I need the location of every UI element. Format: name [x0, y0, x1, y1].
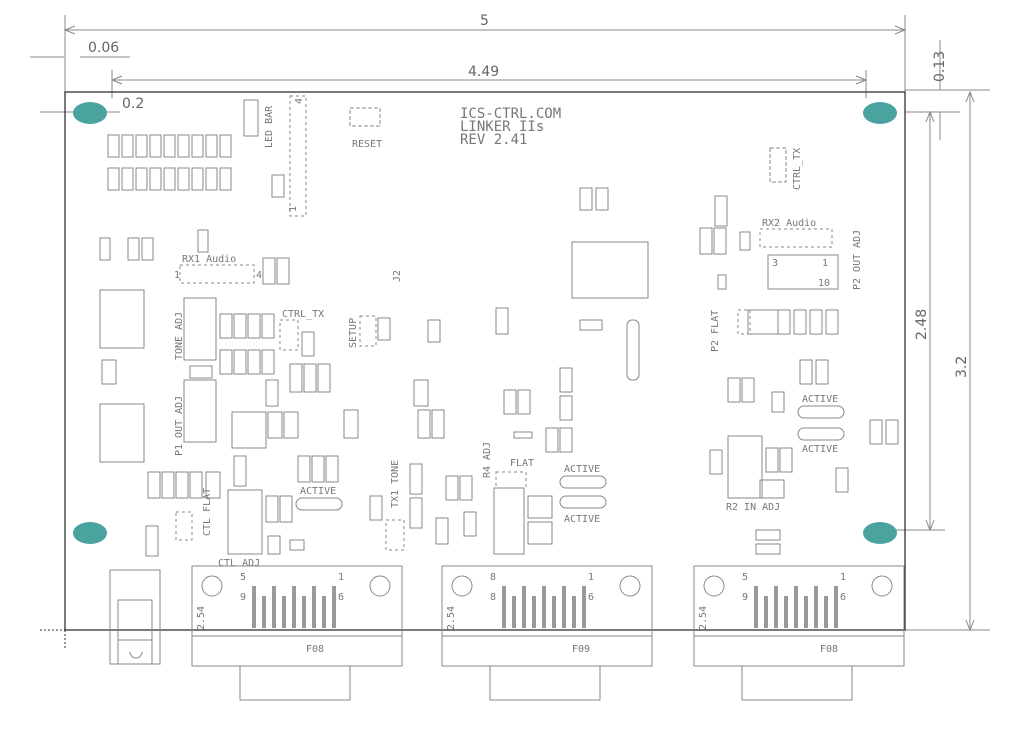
- ctl-adj-pot: [227, 489, 263, 555]
- pin-1-p2: 1: [822, 258, 828, 269]
- conn3-pin5: 5: [742, 572, 748, 583]
- r4-adj-pot: [493, 487, 525, 555]
- led-array: [107, 134, 232, 191]
- mount-pad-top-left: [73, 102, 107, 124]
- connector-3: 5 1 9 6 F08 2.54: [693, 565, 905, 701]
- label-tone-adj: TONE ADJ: [174, 312, 185, 360]
- conn2-pin8: 8: [490, 572, 496, 583]
- pin-4-hdr: 4: [294, 98, 305, 104]
- label-p2-out-adj: P2 OUT ADJ: [852, 230, 863, 290]
- label-tx1-tone: TX1 TONE: [390, 460, 401, 508]
- label-active-c1: ACTIVE: [564, 464, 600, 475]
- pin-3-p2: 3: [772, 258, 778, 269]
- conn2-pin1: 1: [588, 572, 594, 583]
- label-p1-out-adj: P1 OUT ADJ: [174, 396, 185, 456]
- r2-in-adj-pot: [727, 435, 763, 499]
- label-ctrl-tx-right: CTRL_TX: [792, 148, 803, 190]
- connector-1: 5 1 9 6 F08 2.54: [191, 565, 403, 701]
- label-ctl-adj: CTL ADJ: [218, 558, 260, 569]
- conn1-rotated: 2.54: [196, 606, 207, 630]
- mount-pad-top-right: [863, 102, 897, 124]
- pin-1-hdr: 1: [288, 206, 299, 212]
- conn3-pin9: 9: [742, 592, 748, 603]
- board-outline: [64, 91, 906, 631]
- label-led-bar: LED BAR: [264, 105, 275, 148]
- conn3-pin1: 1: [840, 572, 846, 583]
- conn2-rotated: 2.54: [446, 606, 457, 630]
- board-title-line3: REV 2.41: [460, 132, 527, 148]
- label-reset: RESET: [352, 139, 382, 150]
- tone-adj-pot: [183, 297, 217, 361]
- label-active-r1: ACTIVE: [802, 394, 838, 405]
- label-ctl-flat: CTL FLAT: [202, 488, 213, 536]
- label-r2-in-adj: R2 IN ADJ: [726, 502, 780, 513]
- conn1-pin5: 5: [240, 572, 246, 583]
- conn3-label: F08: [820, 644, 838, 655]
- conn1-pin9: 9: [240, 592, 246, 603]
- dim-hole-span: 4.49: [468, 64, 499, 80]
- conn1-label: F08: [306, 644, 324, 655]
- label-active-r2: ACTIVE: [802, 444, 838, 455]
- conn1-pin1: 1: [338, 572, 344, 583]
- label-flat-mid: FLAT: [510, 458, 534, 469]
- pin-1-rx1: 1: [174, 270, 180, 281]
- label-r4-adj: R4 ADJ: [482, 442, 493, 478]
- board-title-line2: LINKER IIs: [460, 119, 544, 135]
- label-active-l: ACTIVE: [300, 486, 336, 497]
- pin-4-rx1: 4: [256, 270, 262, 281]
- label-p2-flat: P2 FLAT: [710, 310, 721, 352]
- mount-pad-bottom-left: [73, 522, 107, 544]
- p1-out-adj-pot: [183, 379, 217, 443]
- dim-hole-offset-x: 0.06: [88, 40, 119, 56]
- dim-hole-span-vertical: 2.48: [914, 309, 930, 340]
- label-j2: J2: [392, 270, 403, 282]
- mount-pad-bottom-right: [863, 522, 897, 544]
- p2-out-adj-pot: [767, 254, 839, 290]
- label-rx1-audio: RX1 Audio: [182, 254, 236, 265]
- board-title-line1: ICS-CTRL.COM: [460, 106, 561, 122]
- pin-10-p2: 10: [818, 278, 830, 289]
- conn2-pin6: 6: [588, 592, 594, 603]
- conn3-rotated: 2.54: [698, 606, 709, 630]
- dim-width-total: 5: [480, 13, 489, 29]
- dim-height-total: 3.2: [954, 356, 970, 378]
- label-setup: SETUP: [348, 318, 359, 348]
- dim-hole-offset-left: 0.2: [122, 96, 144, 112]
- label-rx2-audio: RX2 Audio: [762, 218, 816, 229]
- dim-hole-offset-top: 0.13: [932, 51, 948, 82]
- conn2-pin8b: 8: [490, 592, 496, 603]
- label-ctrl-tx-left: CTRL_TX: [282, 309, 324, 320]
- connector-2: 8 1 8 6 F09 2.54: [441, 565, 653, 701]
- dimension-lines: 5 0.06 4.49 0.13 0.2 3.2 2.48: [30, 13, 990, 650]
- label-active-c2: ACTIVE: [564, 514, 600, 525]
- conn2-label: F09: [572, 644, 590, 655]
- conn1-pin6: 6: [338, 592, 344, 603]
- power-jack: [109, 569, 161, 665]
- conn3-pin6: 6: [840, 592, 846, 603]
